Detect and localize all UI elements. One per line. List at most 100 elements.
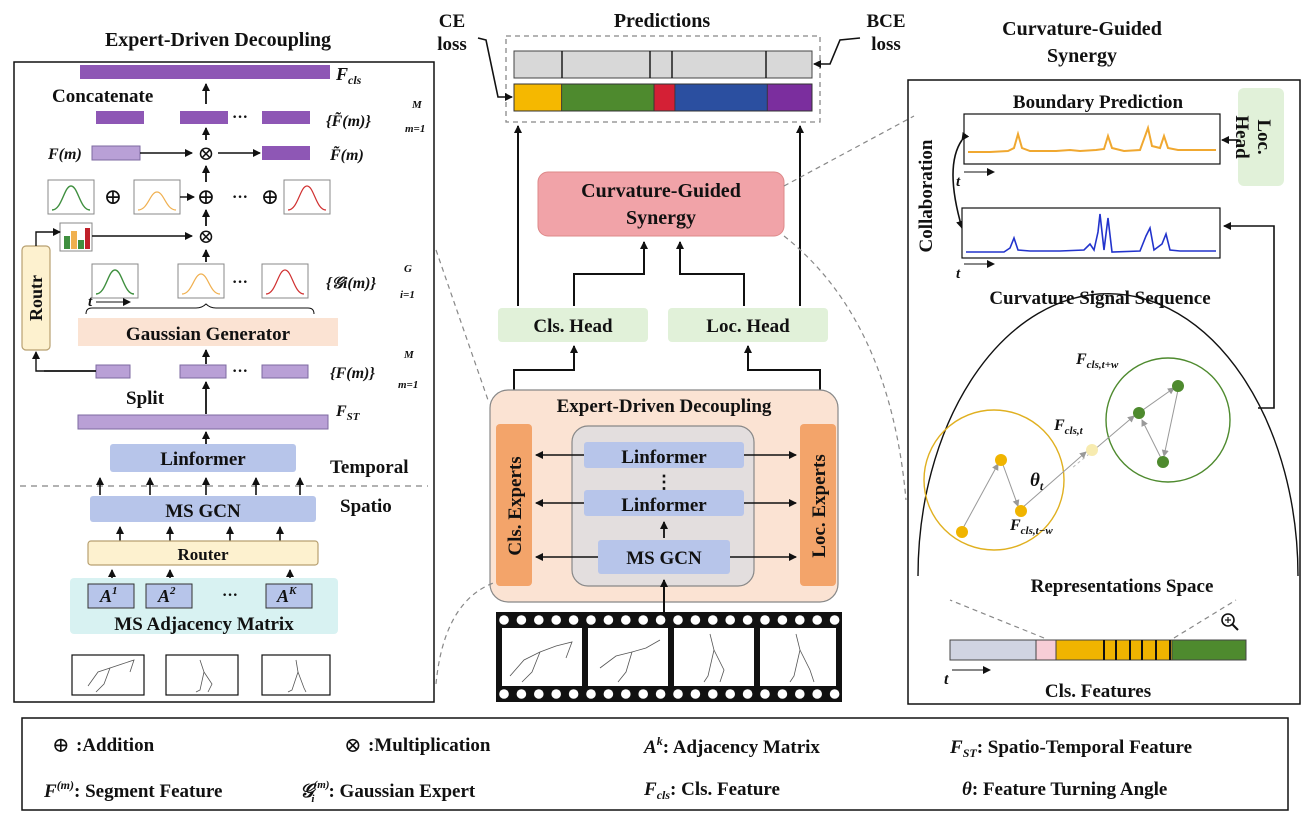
svg-text:m=1: m=1: [405, 123, 425, 135]
film-hole: [586, 689, 596, 699]
svg-text:Fcls: Cls. Feature: Fcls: Cls. Feature: [643, 779, 780, 802]
linformer-box: [110, 444, 296, 472]
representation-space-arc: [917, 293, 1299, 577]
svg-text:Loc.: Loc.: [1253, 119, 1274, 154]
prediction-bar-outline: [513, 83, 813, 112]
left-panel: Expert-Driven Decoupling Fcls Concatenat…: [13, 29, 435, 703]
middle-panel: Predictions CE loss BCE loss Curvature-G…: [437, 10, 906, 702]
svg-text:𝒢(m)i: Gaussian Expert: 𝒢(m)i: Gaussian Expert: [300, 779, 476, 805]
film-hole: [708, 615, 718, 625]
svg-text:Synergy: Synergy: [1047, 45, 1117, 67]
film-hole: [708, 689, 718, 699]
router-box: [87, 540, 319, 566]
svg-text:F(m): F(m): [47, 146, 82, 163]
addition-icon: ⊕: [104, 184, 122, 209]
gaussian-generator-box: [78, 318, 338, 346]
svg-text:m=1: m=1: [398, 379, 418, 391]
addition-icon: ⊕: [197, 184, 215, 209]
svg-text::Multiplication: :Multiplication: [368, 735, 491, 756]
svg-text:loss: loss: [437, 34, 467, 55]
point-yellow: [995, 454, 1007, 466]
cls-head-box: [498, 308, 648, 342]
svg-text:Ak: Adjacency Matrix: Ak: Adjacency Matrix: [643, 734, 820, 758]
svg-text:{𝒢i(m)}: {𝒢i(m)}: [326, 275, 377, 292]
svg-text:t: t: [956, 266, 961, 282]
svg-text:loss: loss: [871, 34, 901, 55]
svg-text:···: ···: [222, 587, 238, 604]
prediction-bar: [513, 83, 813, 112]
ms-gcn-box-middle: [598, 540, 730, 574]
film-hole: [760, 689, 770, 699]
skeleton-frame: [71, 654, 145, 696]
skeleton-frame: [165, 654, 239, 696]
svg-text:BCE: BCE: [866, 11, 905, 32]
svg-text:Linformer: Linformer: [621, 447, 707, 468]
svg-text:Head: Head: [1231, 115, 1252, 159]
prediction-segment: [766, 83, 813, 112]
film-hole: [673, 615, 683, 625]
svg-text:Linformer: Linformer: [621, 495, 707, 516]
svg-text:Fcls,t−w: Fcls,t−w: [1009, 517, 1053, 537]
gaussian-thumb-orange: [133, 179, 181, 215]
svg-text:···: ···: [232, 189, 248, 206]
loc-head-side-box: [1238, 88, 1284, 186]
svg-text:Fcls,t+w: Fcls,t+w: [1075, 351, 1119, 371]
svg-text:Cls. Features: Cls. Features: [1045, 681, 1151, 702]
svg-text:Cls. Experts: Cls. Experts: [505, 456, 526, 555]
addition-icon: ⊕: [261, 184, 279, 209]
prediction-segment: [653, 83, 676, 112]
film-hole: [621, 689, 631, 699]
prediction-segment: [513, 83, 563, 112]
temporal-label: Temporal: [330, 457, 408, 478]
fcls-bar: [80, 65, 330, 79]
svg-text:Routr: Routr: [26, 275, 46, 321]
svg-text:Fcls,t: Fcls,t: [1053, 417, 1084, 437]
left-panel-frame: [13, 61, 435, 703]
point-green: [1133, 407, 1145, 419]
film-hole: [742, 689, 753, 699]
prediction-segment: [674, 83, 768, 112]
loc-experts-box: [800, 424, 836, 586]
linformer-box-top: [584, 442, 744, 468]
film-hole: [551, 689, 561, 699]
film-hole: [777, 615, 788, 625]
fst-bar: [77, 414, 329, 430]
svg-text:{F̃(m)}: {F̃(m)}: [326, 111, 371, 130]
svg-text:Expert-Driven Decoupling: Expert-Driven Decoupling: [557, 396, 772, 417]
boundary-prediction-plot: [963, 113, 1221, 165]
left-title: Expert-Driven Decoupling: [105, 29, 331, 51]
svg-text:Boundary Prediction: Boundary Prediction: [1013, 92, 1184, 113]
point-yellow: [956, 526, 968, 538]
svg-text:θt: θt: [1030, 470, 1044, 493]
film-hole: [516, 689, 527, 699]
point-green: [1172, 380, 1184, 392]
addition-icon: ⊕: [52, 733, 70, 757]
svg-text:FST: FST: [335, 403, 361, 423]
svg-text:Loc. Head: Loc. Head: [706, 316, 790, 337]
svg-text:Cls. Head: Cls. Head: [533, 316, 613, 337]
legend: ⊕ :Addition ⊗ :Multiplication Ak: Adjace…: [21, 717, 1289, 811]
film-hole: [777, 689, 788, 699]
film-hole: [795, 615, 805, 625]
film-hole: [621, 615, 631, 625]
svg-text:MS GCN: MS GCN: [165, 501, 241, 522]
loc-head-box: [668, 308, 828, 342]
prediction-segment: [561, 83, 655, 112]
film-hole: [638, 689, 648, 699]
film-hole: [499, 689, 509, 699]
svg-text:F(m): Segment Feature: F(m): Segment Feature: [43, 778, 222, 802]
gt-bar: [513, 50, 813, 79]
film-hole: [829, 615, 840, 625]
film-hole: [795, 689, 805, 699]
svg-text:Curvature-Guided: Curvature-Guided: [1002, 18, 1162, 40]
svg-text:Collaboration: Collaboration: [916, 139, 937, 252]
svg-text:Linformer: Linformer: [160, 449, 246, 470]
svg-text:MS Adjacency Matrix: MS Adjacency Matrix: [114, 614, 294, 635]
ms-gcn-box: [90, 496, 316, 522]
video-filmstrip: [496, 612, 842, 702]
svg-text:θ: Feature Turning Angle: θ: Feature Turning Angle: [962, 779, 1167, 800]
film-hole: [655, 689, 666, 699]
film-hole: [603, 689, 614, 699]
film-hole: [499, 615, 509, 625]
split-label: Split: [126, 388, 165, 409]
